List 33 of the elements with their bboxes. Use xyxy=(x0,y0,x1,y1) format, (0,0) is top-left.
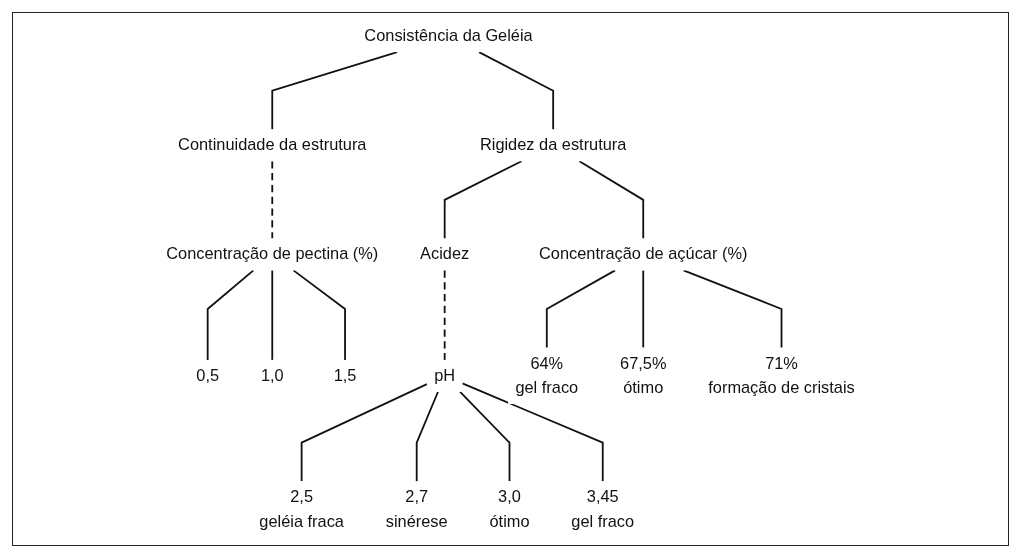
node-text: 3,0 ótimo xyxy=(489,487,530,531)
connector xyxy=(415,390,439,483)
node-text: 2,5 geléia fraca xyxy=(259,487,344,531)
node-text: Concentração de açúcar (%) xyxy=(539,244,748,264)
node-text: 64% gel fraco xyxy=(515,354,579,397)
connector xyxy=(478,51,555,131)
connector xyxy=(206,269,255,361)
node-text: pH xyxy=(434,366,456,385)
node-text: 1,0 xyxy=(260,366,284,385)
node-text: 1,5 xyxy=(333,366,357,385)
node-text: 3,45 gel fraco xyxy=(571,487,635,531)
node-text: Concentração de pectina (%) xyxy=(166,244,379,264)
node-text: 2,7 sinérese xyxy=(385,487,448,531)
node-text: 0,5 xyxy=(196,366,220,385)
connector xyxy=(682,269,783,349)
node-text: Rigidez da estrutura xyxy=(479,135,627,154)
connector xyxy=(271,269,274,361)
connector xyxy=(459,390,511,483)
connector xyxy=(461,382,604,483)
connector xyxy=(271,51,399,131)
node-text: Continuidade da estrutura xyxy=(178,135,367,154)
connector xyxy=(545,269,616,349)
node-text: 71% formação de cristais xyxy=(708,354,855,397)
connector xyxy=(443,160,523,240)
node-text: 67,5% ótimo xyxy=(620,354,667,397)
connector xyxy=(271,160,274,240)
node-text: Acidez xyxy=(420,244,470,264)
connector xyxy=(300,383,428,483)
connector xyxy=(292,269,346,361)
connector xyxy=(443,269,446,361)
connector xyxy=(578,160,645,240)
connector xyxy=(642,269,645,349)
node-text: Consistência da Geléia xyxy=(364,26,533,45)
